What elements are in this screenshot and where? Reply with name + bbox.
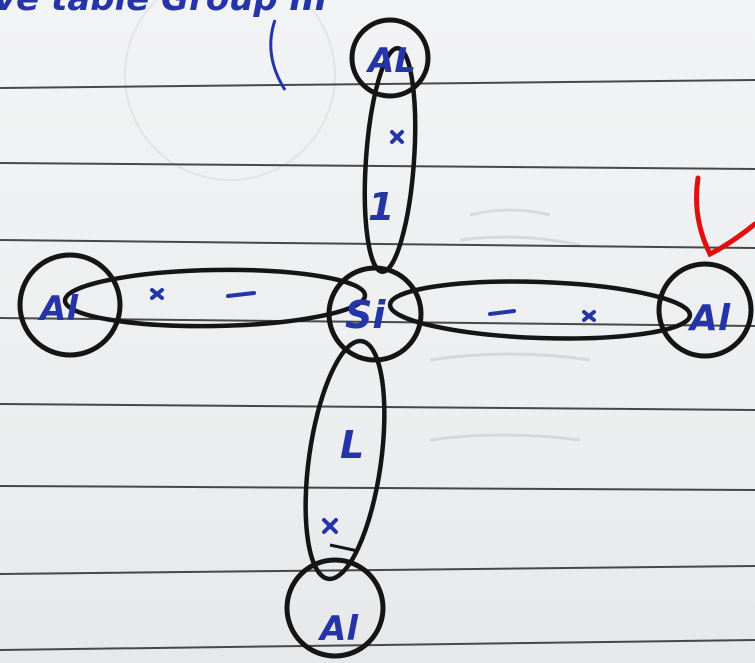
header-stroke (269, 19, 287, 91)
atom-label-top: AL (365, 41, 416, 81)
bond-loops (62, 46, 693, 582)
atom-circles (17, 17, 754, 659)
bond-mark-bottom: L (340, 423, 364, 467)
atom-label-left: Al (37, 289, 79, 329)
bond-loop-bottom (303, 338, 387, 582)
bottom-bond-scribble (329, 543, 359, 553)
electron-marks (150, 130, 596, 534)
bond-loop-top (362, 46, 418, 274)
atom-label-center: Si (345, 293, 386, 337)
electron-dash-right (488, 309, 516, 316)
bleed-through (124, 0, 591, 442)
atom-label-right: Al (687, 298, 731, 339)
atom-circle-bottom (284, 557, 386, 659)
atom-label-bottom: Al (317, 609, 359, 649)
electron-cross-top (390, 130, 404, 144)
red-check-mark-icon (694, 175, 755, 258)
electron-dash-left (226, 291, 256, 298)
electron-cross-right (582, 310, 596, 322)
electron-cross-bottom (322, 518, 338, 534)
electron-cross-left (150, 288, 164, 300)
atom-circle-top (349, 17, 431, 99)
atom-circle-center (326, 265, 424, 363)
atom-circle-right (656, 261, 754, 359)
bond-mark-top: 1 (368, 185, 394, 229)
bond-loop-left (62, 267, 368, 329)
atom-circle-left (17, 252, 123, 358)
bond-loop-right (387, 279, 693, 341)
header-fragment: ve table Group III (0, 0, 328, 19)
